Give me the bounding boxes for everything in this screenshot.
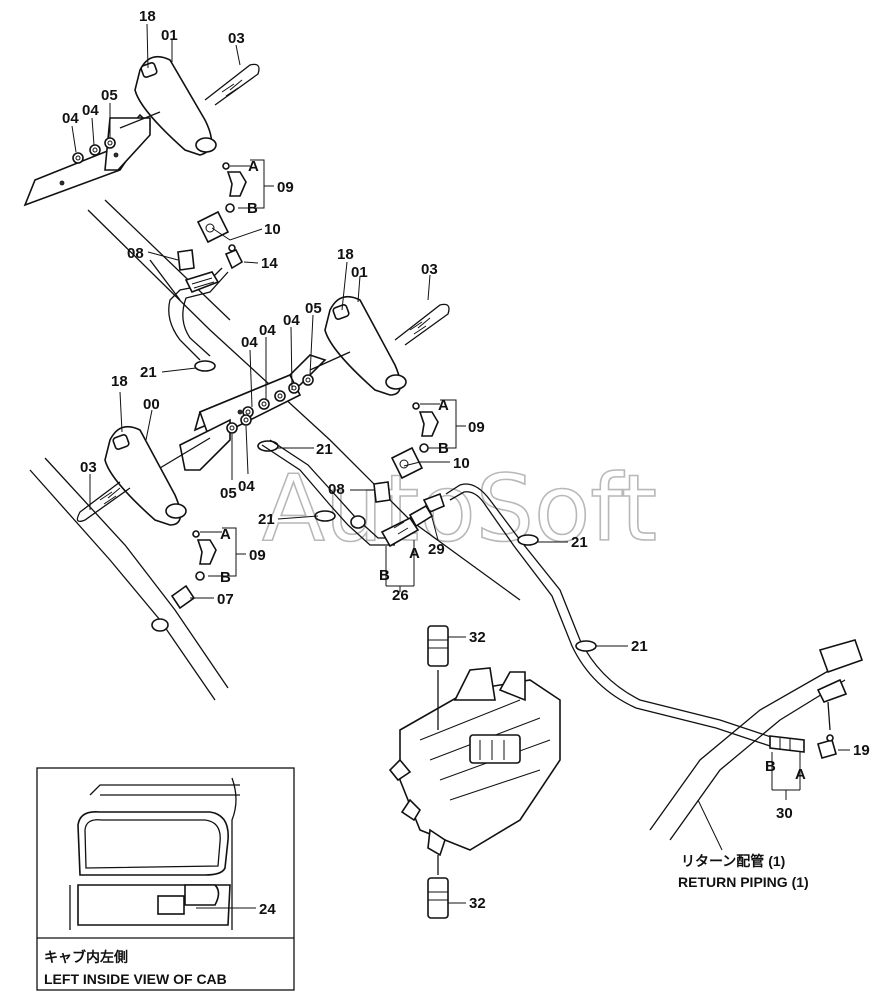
callout-08: 08 — [127, 245, 144, 262]
callout-04: 04 — [82, 102, 99, 119]
callout-21: 21 — [631, 638, 648, 655]
callout-B: B — [247, 200, 258, 217]
cab-inset — [36, 767, 295, 991]
return-piping-jp: リターン配管 (1) — [681, 853, 785, 869]
callout-A: A — [438, 397, 449, 414]
callout-21: 21 — [140, 364, 157, 381]
callout-14: 14 — [261, 255, 278, 272]
control-valve-icon — [388, 625, 561, 919]
callout-09: 09 — [249, 547, 266, 564]
callout-32: 32 — [469, 895, 486, 912]
callout-B: B — [765, 758, 776, 775]
cab-frame-rails — [29, 199, 521, 701]
callout-26: 26 — [392, 587, 409, 604]
callout-04: 04 — [259, 322, 276, 339]
connector-icon — [427, 877, 449, 919]
callout-05: 05 — [220, 485, 237, 502]
callout-A: A — [220, 526, 231, 543]
valve-block-icon — [390, 446, 424, 480]
clamp-icon — [194, 360, 279, 452]
callout-05: 05 — [101, 87, 118, 104]
callout-09: 09 — [468, 419, 485, 436]
callout-19: 19 — [853, 742, 870, 759]
callout-01: 01 — [161, 27, 178, 44]
valve-block-icon — [196, 210, 230, 244]
inset-title-jp: キャブ内左側 — [44, 949, 128, 965]
callout-21: 21 — [571, 534, 588, 551]
callout-04: 04 — [238, 478, 255, 495]
nut-icon — [72, 137, 116, 164]
callout-labels: 18 01 03 04 04 05 A 09 B 10 08 14 18 01 … — [44, 8, 870, 987]
watermark: AutoSoft — [262, 455, 657, 562]
connector-icon — [427, 625, 449, 667]
lower-pedal-assembly — [76, 414, 252, 632]
callout-A: A — [409, 545, 420, 562]
callout-04: 04 — [62, 110, 79, 127]
callout-03: 03 — [80, 459, 97, 476]
elbow-icon — [222, 162, 247, 213]
callout-05: 05 — [305, 300, 322, 317]
callout-32: 32 — [469, 629, 486, 646]
pedal-icon — [104, 425, 187, 526]
callout-21: 21 — [258, 511, 275, 528]
callout-10: 10 — [264, 221, 281, 238]
callout-29: 29 — [428, 541, 445, 558]
elbow-icon — [192, 530, 217, 581]
callout-30: 30 — [776, 805, 793, 822]
callout-04: 04 — [241, 334, 258, 351]
callout-07: 07 — [217, 591, 234, 608]
callout-18: 18 — [337, 246, 354, 263]
callout-04: 04 — [283, 312, 300, 329]
pedal-icon — [134, 55, 217, 156]
callout-10: 10 — [453, 455, 470, 472]
callout-24: 24 — [259, 901, 276, 918]
callout-18: 18 — [111, 373, 128, 390]
callout-21: 21 — [316, 441, 333, 458]
callout-A: A — [248, 158, 259, 175]
elbow-icon — [412, 402, 439, 453]
callout-A: A — [795, 766, 806, 783]
pilot-piping — [261, 439, 864, 841]
return-piping-en: RETURN PIPING (1) — [678, 874, 809, 890]
callout-03: 03 — [228, 30, 245, 47]
callout-09: 09 — [277, 179, 294, 196]
inset-title-en: LEFT INSIDE VIEW OF CAB — [44, 971, 227, 987]
connector-icon — [224, 244, 244, 270]
connector-icon — [170, 584, 196, 610]
callout-08: 08 — [328, 481, 345, 498]
callout-B: B — [379, 567, 390, 584]
callout-B: B — [438, 440, 449, 457]
leader-lines — [71, 23, 850, 909]
callout-18: 18 — [139, 8, 156, 25]
top-pedal-assembly — [23, 55, 260, 361]
callout-03: 03 — [421, 261, 438, 278]
callout-B: B — [220, 569, 231, 586]
callout-00: 00 — [143, 396, 160, 413]
callout-01: 01 — [351, 264, 368, 281]
pedal-icon — [324, 295, 407, 396]
